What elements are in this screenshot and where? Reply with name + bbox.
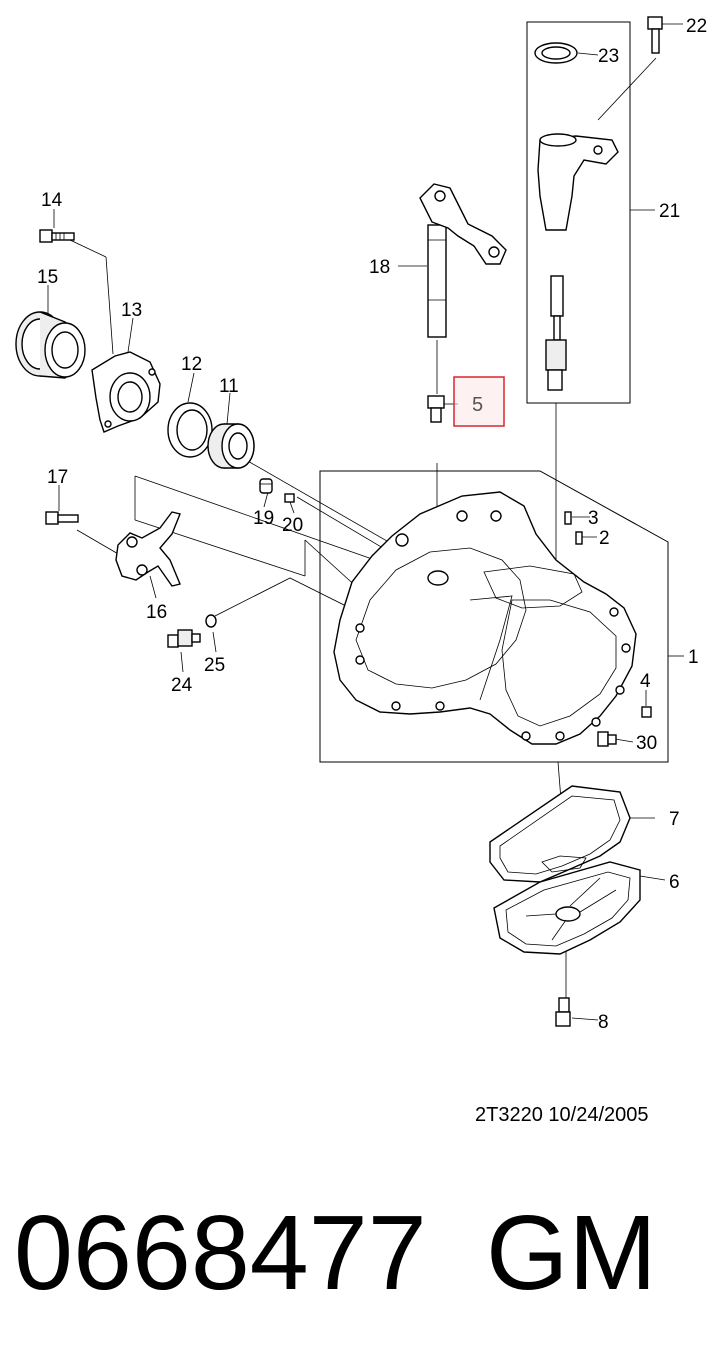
callout-4[interactable]: 4 <box>640 671 651 692</box>
speedometer-driven-gear-part-21 <box>537 133 619 391</box>
part-number: 0668477 <box>14 1194 427 1312</box>
transmission-housing-part-1 <box>333 491 637 745</box>
plug-part-19 <box>259 478 273 494</box>
callout-labels: 1 2 3 4 5 6 7 8 11 12 13 14 15 16 17 18 … <box>37 16 707 1033</box>
clutch-fork-part-13 <box>91 351 161 433</box>
callout-18[interactable]: 18 <box>369 257 390 278</box>
gasket-part-7 <box>489 785 631 883</box>
bushing-part-5 <box>427 395 445 423</box>
oil-pan-part-6 <box>493 861 641 955</box>
seal-ring-part-12 <box>167 402 213 458</box>
drawing-code-date: 2T3220 10/24/2005 <box>475 1104 649 1126</box>
bolt-part-17 <box>45 511 79 525</box>
callout-22[interactable]: 22 <box>686 16 707 37</box>
housing-group-frame <box>319 470 669 763</box>
callout-12[interactable]: 12 <box>181 354 202 375</box>
callout-17[interactable]: 17 <box>47 467 68 488</box>
pin-part-2 <box>575 531 583 545</box>
plug-part-4 <box>641 706 652 718</box>
callout-21[interactable]: 21 <box>659 201 680 222</box>
speedometer-group-frame <box>526 21 631 404</box>
callout-15[interactable]: 15 <box>37 267 58 288</box>
callout-20[interactable]: 20 <box>282 515 303 536</box>
callout-3[interactable]: 3 <box>588 508 599 529</box>
callout-16[interactable]: 16 <box>146 602 167 623</box>
highlight-box <box>453 376 505 427</box>
callout-5[interactable]: 5 <box>472 394 483 416</box>
callout-11[interactable]: 11 <box>219 376 239 397</box>
bolt-part-8 <box>555 997 571 1027</box>
bearing-part-11 <box>207 423 255 469</box>
callout-30[interactable]: 30 <box>636 733 657 754</box>
shift-fork-part-16 <box>115 511 181 587</box>
drain-plug-part-30 <box>597 731 617 747</box>
switch-part-24 <box>167 629 201 648</box>
o-ring-part-23 <box>534 42 578 64</box>
callout-14[interactable]: 14 <box>41 190 63 211</box>
callout-8[interactable]: 8 <box>598 1012 609 1033</box>
callout-2[interactable]: 2 <box>599 528 610 549</box>
callout-19[interactable]: 19 <box>253 508 274 529</box>
callout-23[interactable]: 23 <box>598 46 619 67</box>
brand-name: GM <box>486 1194 657 1312</box>
callout-24[interactable]: 24 <box>171 675 193 696</box>
callout-1[interactable]: 1 <box>688 647 699 668</box>
pin-part-20 <box>284 493 295 503</box>
callout-25[interactable]: 25 <box>204 655 225 676</box>
bolt-part-14 <box>39 229 75 243</box>
bolt-part-22 <box>647 16 663 54</box>
pin-part-3 <box>564 511 572 525</box>
callout-7[interactable]: 7 <box>669 809 680 830</box>
shift-shaft-part-18 <box>419 183 507 338</box>
release-bearing-part-15 <box>15 311 86 379</box>
callout-6[interactable]: 6 <box>669 872 680 893</box>
washer-part-25 <box>205 614 217 628</box>
callout-13[interactable]: 13 <box>121 300 142 321</box>
